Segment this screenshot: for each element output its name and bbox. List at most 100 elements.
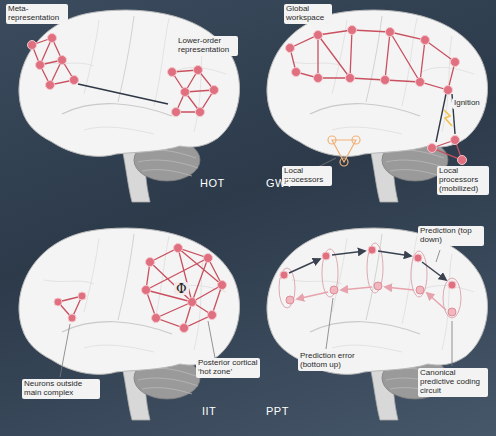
drawing-part xyxy=(146,248,222,328)
theory-name: PPT xyxy=(266,406,289,417)
drawing-part xyxy=(286,296,294,304)
drawing-part xyxy=(279,268,295,308)
drawing-part xyxy=(448,281,456,289)
error-arrows xyxy=(297,287,446,310)
drawing-part xyxy=(48,34,57,43)
region-label: Ignition xyxy=(452,98,482,109)
drawing-part xyxy=(346,74,355,83)
drawing-part xyxy=(208,321,215,358)
drawing-part xyxy=(414,254,422,262)
phi-symbol: Φ xyxy=(174,282,189,295)
drawing-part xyxy=(352,136,360,144)
brain-outline xyxy=(267,228,488,420)
drawing-part xyxy=(374,282,382,290)
drawing-part xyxy=(188,298,197,307)
drawing-part xyxy=(172,70,214,112)
brain-outline xyxy=(19,10,240,202)
theory-name: HOT xyxy=(200,178,225,189)
iit-network xyxy=(58,248,222,328)
drawing-part xyxy=(290,30,455,90)
region-label: Local processors (mobilized) xyxy=(437,166,489,195)
drawing-part xyxy=(436,250,440,262)
drawing-part xyxy=(340,158,348,166)
drawing-part xyxy=(443,278,461,318)
drawing-part xyxy=(314,31,323,40)
region-label: Prediction error (bottom up) xyxy=(298,351,360,371)
leader-lines xyxy=(326,250,452,366)
drawing-part xyxy=(46,81,55,90)
drawing-part xyxy=(451,58,460,67)
drawing-part xyxy=(28,41,37,50)
drawing-part xyxy=(330,286,338,294)
drawing-part xyxy=(385,287,414,290)
drawing-part xyxy=(292,68,301,77)
ppt-neurons xyxy=(280,246,456,289)
drawing-part xyxy=(172,108,181,117)
local-processors-pale xyxy=(328,136,360,166)
drawing-part xyxy=(286,44,295,53)
drawing-part xyxy=(146,258,155,267)
iit-neurons xyxy=(54,244,227,333)
drawing-part xyxy=(451,136,460,145)
region-label: Prediction (top down) xyxy=(418,226,484,246)
drawing-part xyxy=(348,26,357,35)
region-label: Meta-representation xyxy=(6,4,68,24)
drawing-part xyxy=(174,244,183,253)
leader-lines xyxy=(60,321,215,377)
theory-name: GWT xyxy=(266,178,293,189)
drawing-part xyxy=(204,254,213,263)
drawing-part xyxy=(386,28,395,37)
drawing-part xyxy=(458,156,467,165)
drawing-part xyxy=(422,262,446,280)
drawing-part xyxy=(70,76,79,85)
drawing-part xyxy=(196,108,205,117)
drawing-part xyxy=(421,36,430,45)
drawing-part xyxy=(68,314,76,322)
region-label: Global workspace xyxy=(284,4,332,24)
drawing-part xyxy=(341,287,372,290)
drawing-part xyxy=(452,321,453,366)
drawing-part xyxy=(142,286,151,295)
drawing-part xyxy=(218,281,227,290)
drawing-part xyxy=(60,324,70,377)
drawing-part xyxy=(328,136,336,144)
ignition-spark xyxy=(444,110,452,126)
drawing-part xyxy=(78,292,86,300)
drawing-part xyxy=(444,86,453,95)
drawing-part xyxy=(378,251,411,256)
drawing-part xyxy=(322,252,330,260)
drawing-part xyxy=(428,144,437,153)
drawing-part xyxy=(416,286,424,294)
gwt-network xyxy=(290,30,455,90)
drawing-part xyxy=(322,249,338,297)
drawing-part xyxy=(427,293,446,310)
drawing-part xyxy=(297,292,328,299)
drawing-part xyxy=(194,66,203,75)
prediction-arrows xyxy=(289,251,446,280)
drawing-part xyxy=(318,30,425,82)
drawing-part xyxy=(280,271,288,279)
drawing-part xyxy=(180,324,189,333)
ppt-circuits xyxy=(279,243,461,318)
drawing-part xyxy=(326,298,333,349)
drawing-part xyxy=(332,251,365,255)
drawing-part xyxy=(210,86,219,95)
drawing-part xyxy=(152,314,161,323)
drawing-part xyxy=(332,140,356,162)
drawing-part xyxy=(381,76,390,85)
drawing-part xyxy=(32,38,74,85)
region-label: Lower-order representation xyxy=(176,36,238,56)
region-label: Posterior cortical ‘hot zone’ xyxy=(196,358,260,378)
drawing-part xyxy=(368,246,376,254)
drawing-part xyxy=(146,248,222,328)
region-label: Neurons outside main complex xyxy=(22,379,100,399)
drawing-part xyxy=(416,78,425,87)
region-label: Canonical predictive coding circuit xyxy=(418,368,488,397)
drawing-part xyxy=(36,61,45,70)
drawing-part xyxy=(58,56,67,65)
drawing-part xyxy=(314,74,323,83)
drawing-part xyxy=(168,68,177,77)
drawing-part xyxy=(78,84,168,104)
drawing-part xyxy=(448,308,456,316)
gwt-neurons xyxy=(286,26,467,165)
